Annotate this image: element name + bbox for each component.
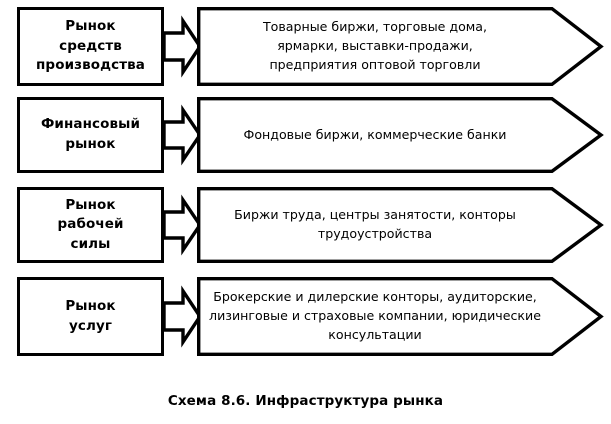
- market-institutions-banner[interactable]: Фондовые биржи, коммерческие банки: [197, 97, 604, 174]
- market-institutions-text: Брокерские и дилерские конторы, аудиторс…: [209, 289, 541, 342]
- market-institutions-text: Товарные биржи, торговые дома,ярмарки, в…: [262, 19, 488, 72]
- block-arrow-right-icon: [162, 15, 203, 78]
- block-arrow-right-icon: [162, 285, 203, 348]
- block-arrow-right-icon: [162, 104, 203, 166]
- market-institutions-text-wrap: Товарные биржи, торговые дома,ярмарки, в…: [197, 7, 553, 86]
- market-institutions-text-wrap: Брокерские и дилерские конторы, аудиторс…: [197, 277, 553, 356]
- figure-caption: Схема 8.6. Инфраструктура рынка: [167, 393, 444, 409]
- connector-arrow: [162, 97, 203, 173]
- banner-pentagon-shape: [197, 187, 604, 264]
- market-institutions-text-wrap: Фондовые биржи, коммерческие банки: [197, 97, 553, 173]
- market-institutions-banner[interactable]: Брокерские и дилерские конторы, аудиторс…: [197, 277, 604, 357]
- banner-pentagon-shape: [197, 7, 604, 87]
- market-institutions-text: Фондовые биржи, коммерческие банки: [243, 126, 507, 142]
- connector-arrow: [162, 7, 203, 86]
- connector-arrow: [162, 187, 203, 263]
- banner-pentagon-shape: [197, 97, 604, 174]
- market-institutions-banner[interactable]: Товарные биржи, торговые дома,ярмарки, в…: [197, 7, 604, 87]
- block-arrow-right-icon: [162, 194, 203, 256]
- connector-arrow: [162, 277, 203, 356]
- banner-pentagon-shape: [197, 277, 604, 357]
